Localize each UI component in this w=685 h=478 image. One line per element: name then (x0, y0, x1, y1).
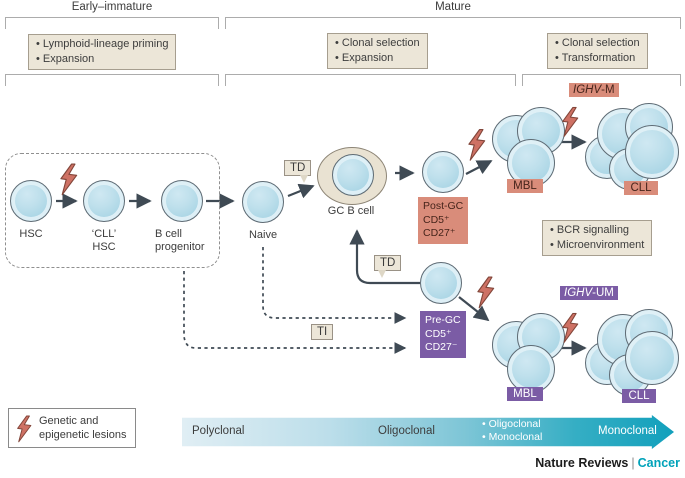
mbl-cluster-bottom (490, 313, 570, 398)
axis-label-polyclonal: Polyclonal (192, 425, 245, 437)
mbl-chip-bottom: MBL (507, 387, 543, 401)
bcr-signalling-box: • BCR signalling • Microenvironment (542, 220, 653, 256)
gc-b-cell-label: GC B cell (327, 205, 375, 217)
credit-brand: Nature Reviews (535, 456, 629, 470)
process-line: • Clonal selection (555, 37, 640, 49)
td-bubble-pregc: TD (374, 255, 402, 278)
hsc-compartment-box (5, 153, 220, 268)
td-label: TD (380, 257, 396, 269)
cll-cell (625, 125, 679, 179)
stage-title-early: Early–immature (71, 1, 153, 13)
ighv-suffix: -UM (592, 287, 614, 299)
phenotype-line: CD5⁺ (423, 213, 450, 226)
arrow-postgc-to-mbl (465, 160, 493, 175)
phenotype-line: Post-GC (423, 200, 464, 212)
journal-credit: Nature Reviews|Cancer (535, 456, 680, 470)
lesion-bolt-icon (16, 414, 32, 444)
bracket-phase-3 (522, 74, 681, 86)
pre-gc-cell (420, 262, 462, 304)
phenotype-line: CD5⁺ (425, 327, 452, 340)
phenotype-line: CD27⁻ (425, 341, 458, 353)
legend-line: Genetic and (39, 415, 99, 427)
dashed-arrow-progenitor-ti-to-pregc (183, 271, 407, 354)
cll-chip-top: CLL (624, 181, 658, 195)
ti-bubble: TI (311, 324, 334, 340)
ighv-um-chip: IGHV-UM (560, 286, 618, 300)
process-line: • Transformation (555, 51, 636, 64)
lesion-bolt-icon (476, 276, 495, 309)
cll-hsc-cell (83, 180, 125, 222)
cll-hsc-label-line: ‘CLL’ (91, 228, 117, 240)
phenotype-line: Pre-GC (425, 314, 461, 326)
cll-chip-bottom: CLL (622, 389, 656, 403)
lesion-bolt-icon (561, 312, 579, 344)
process-box-early: • Lymphoid-lineage priming • Expansion (28, 34, 177, 70)
bracket-mature (225, 17, 681, 29)
cll-hsc-label-line: HSC (92, 241, 116, 253)
process-line: • Expansion (36, 52, 95, 65)
phenotype-line: CD27⁺ (423, 227, 456, 239)
clonality-axis-arrow: Polyclonal Oligoclonal • Oligoclonal • M… (182, 415, 674, 449)
process-line: • Clonal selection (335, 37, 420, 49)
bcr-line: • BCR signalling (550, 224, 630, 236)
lesion-bolt-icon (467, 128, 486, 162)
hsc-label: HSC (19, 228, 43, 240)
td-bubble-naive: TD (284, 160, 312, 183)
lesion-bolt-icon (561, 106, 579, 138)
mbl-cluster-top (490, 107, 570, 192)
naive-cell (242, 181, 284, 223)
pre-gc-phenotype-box: Pre-GC CD5⁺ CD27⁻ (420, 311, 466, 358)
process-line: • Expansion (335, 51, 394, 64)
lesion-bolt-icon (59, 162, 78, 197)
cll-cluster-top (580, 100, 685, 190)
ighv-suffix: -M (601, 84, 615, 96)
stage-title-mature: Mature (435, 1, 471, 13)
process-box-selection-transformation: • Clonal selection • Transformation (547, 33, 648, 69)
b-progenitor-cell (161, 180, 203, 222)
legend-line: epigenetic lesions (39, 428, 127, 441)
b-progenitor-label-line: B cell (155, 228, 182, 240)
post-gc-phenotype-box: Post-GC CD5⁺ CD27⁺ (418, 197, 469, 244)
arrow-naive-to-gc (287, 183, 315, 199)
b-progenitor-label-line: progenitor (155, 241, 205, 253)
process-box-selection-expansion: • Clonal selection • Expansion (327, 33, 428, 69)
credit-divider: | (631, 456, 635, 470)
legend-text: Genetic and epigenetic lesions (39, 415, 126, 442)
process-line: • Lymphoid-lineage priming (36, 38, 169, 50)
bracket-phase-1 (5, 74, 219, 86)
cll-cluster-bottom (580, 306, 685, 396)
bcr-line: • Microenvironment (550, 238, 645, 251)
ighv-gene: IGHV (564, 287, 593, 299)
td-label: TD (290, 162, 306, 174)
gc-b-cell (332, 154, 374, 196)
mbl-cell (507, 345, 555, 393)
hsc-cell (10, 180, 52, 222)
ighv-m-chip: IGHV-M (569, 83, 619, 97)
b-progenitor-label: B cell progenitor (155, 228, 217, 254)
axis-label-monoclonal: Monoclonal (598, 425, 657, 437)
axis-label-oligo-mono: • Oligoclonal • Monoclonal (482, 418, 542, 444)
bubble-tail (300, 175, 308, 183)
cll-cell (625, 331, 679, 385)
ti-label: TI (317, 326, 328, 338)
axis-label-line: • Oligoclonal (482, 418, 541, 430)
naive-label: Naive (248, 229, 278, 241)
axis-label-line: • Monoclonal (482, 431, 543, 443)
bubble-tail (378, 270, 386, 278)
bracket-early (5, 17, 219, 29)
cll-hsc-label: ‘CLL’ HSC (83, 228, 125, 254)
mbl-chip-top: MBL (507, 179, 543, 193)
credit-journal: Cancer (637, 456, 680, 470)
bracket-phase-2 (225, 74, 516, 86)
post-gc-cell (422, 151, 464, 193)
legend-box: Genetic and epigenetic lesions (8, 408, 136, 448)
axis-label-oligoclonal: Oligoclonal (378, 425, 435, 437)
ighv-gene: IGHV (573, 84, 602, 96)
